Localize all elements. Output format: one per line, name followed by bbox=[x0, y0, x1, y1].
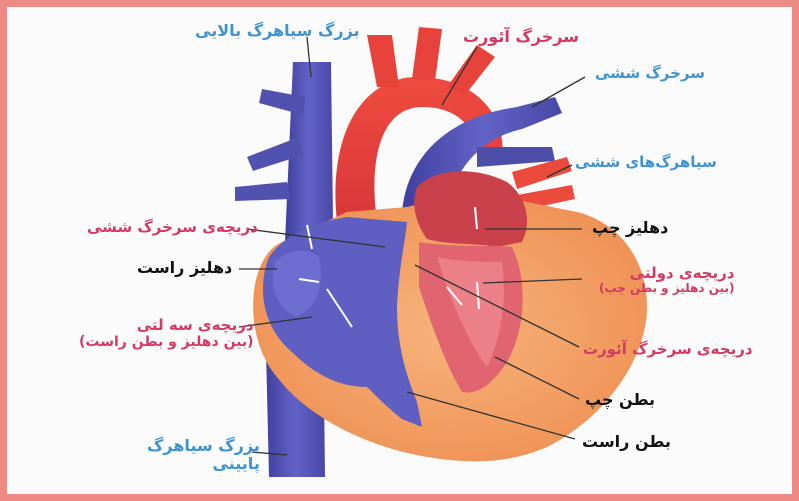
ivc-line-1: بزرگ سیاهرگ bbox=[147, 437, 260, 455]
aorta-branch-3 bbox=[447, 45, 495, 95]
svc-branch-left-3 bbox=[235, 182, 291, 201]
label-mitral-valve: دریچه‌ی دولتی (بین دهلیز و بطن چپ) bbox=[599, 265, 734, 296]
label-right-ventricle: بطن راست bbox=[582, 433, 671, 451]
label-superior-vena-cava: بزرگ سیاهرگ بالایی bbox=[195, 22, 360, 40]
tricuspid-valve-title: دریچه‌ی سه لتی bbox=[79, 317, 254, 334]
label-pulmonary-valve: دریچه‌ی سرخرگ ششی bbox=[87, 219, 258, 236]
ivc-line-2: پایینی bbox=[147, 455, 260, 473]
label-left-atrium: دهلیز چپ bbox=[592, 219, 668, 237]
label-tricuspid-valve: دریچه‌ی سه لتی (بین دهلیز و بطن راست) bbox=[79, 317, 254, 350]
label-left-ventricle: بطن چپ bbox=[585, 391, 655, 409]
label-aortic-valve: دریچه‌ی سرخرگ آئورت bbox=[583, 341, 753, 358]
tricuspid-valve-note: (بین دهلیز و بطن راست) bbox=[79, 334, 254, 350]
label-right-atrium: دهلیز راست bbox=[137, 259, 232, 277]
label-pulmonary-artery: سرخرگ ششی bbox=[595, 65, 705, 82]
label-aorta: سرخرگ آئورت bbox=[463, 28, 579, 46]
aorta-branch-1 bbox=[367, 35, 399, 87]
label-pulmonary-veins: سیاهرگ‌های ششی bbox=[575, 154, 717, 171]
aorta-branch-2 bbox=[412, 27, 442, 81]
label-inferior-vena-cava: بزرگ سیاهرگ پایینی bbox=[147, 437, 260, 474]
mitral-valve-note: (بین دهلیز و بطن چپ) bbox=[599, 282, 734, 296]
left-atrium bbox=[414, 171, 527, 247]
mitral-valve-title: دریچه‌ی دولتی bbox=[599, 265, 734, 282]
